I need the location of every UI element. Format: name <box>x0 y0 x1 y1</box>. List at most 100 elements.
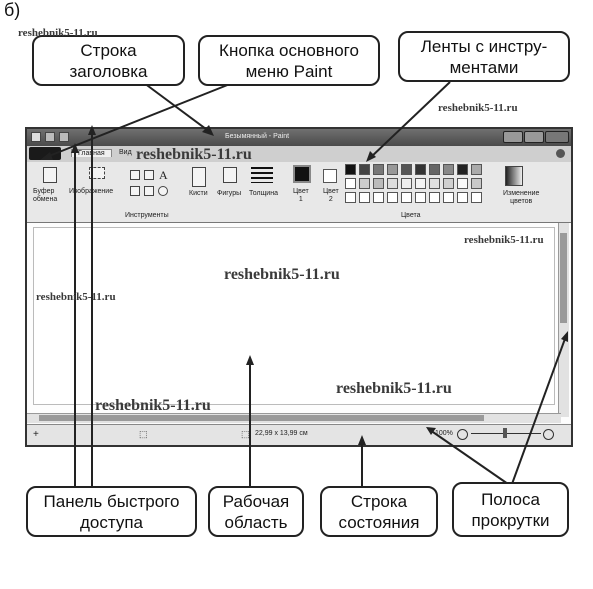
palette-swatch[interactable] <box>471 192 482 203</box>
palette-swatch[interactable] <box>359 192 370 203</box>
palette-swatch[interactable] <box>429 178 440 189</box>
arrowhead-menu-button <box>40 152 53 160</box>
vertical-scroll-thumb[interactable] <box>560 233 567 323</box>
palette-swatch[interactable] <box>401 164 412 175</box>
paste-icon[interactable] <box>43 167 57 183</box>
palette-swatch[interactable] <box>387 164 398 175</box>
eraser-icon[interactable] <box>130 186 140 196</box>
callout-quick-access: Панель быстрого доступа <box>26 486 197 537</box>
palette-swatch[interactable] <box>401 178 412 189</box>
palette-swatch[interactable] <box>429 192 440 203</box>
palette-swatch[interactable] <box>415 192 426 203</box>
line-size-icon[interactable] <box>251 167 273 183</box>
undo-icon[interactable] <box>59 132 69 142</box>
shapes-icon[interactable] <box>223 167 237 183</box>
palette-swatch[interactable] <box>345 192 356 203</box>
horizontal-scrollbar[interactable] <box>27 413 561 423</box>
watermark-7: reshebnik5-11.ru <box>336 380 452 397</box>
ribbon-home: Буфер обмена Изображение A Инструменты К… <box>27 162 571 223</box>
color2-swatch[interactable] <box>323 169 337 183</box>
magnifier-icon[interactable] <box>158 186 168 196</box>
arrowhead-status-bar <box>358 435 366 445</box>
palette-swatch[interactable] <box>415 178 426 189</box>
selection-size-icon: ⬚ <box>139 429 148 439</box>
callout-title-bar: Строка заголовка <box>32 35 185 86</box>
palette-swatch[interactable] <box>387 178 398 189</box>
figure-label: б) <box>4 0 21 20</box>
palette-swatch[interactable] <box>443 164 454 175</box>
callout-work-area: Рабочая область <box>208 486 304 537</box>
palette-swatch[interactable] <box>359 164 370 175</box>
save-icon[interactable] <box>45 132 55 142</box>
palette-swatch[interactable] <box>429 164 440 175</box>
callout-scrollbars: Полоса прокрутки <box>452 482 569 537</box>
palette-swatch[interactable] <box>373 164 384 175</box>
callout-paint-menu-button: Кнопка основного меню Paint <box>198 35 380 86</box>
group-shapes-label: Фигуры <box>217 190 242 197</box>
watermark-5: reshebnik5-11.ru <box>224 266 340 283</box>
paint-menu-button[interactable] <box>29 147 61 160</box>
palette-swatch[interactable] <box>373 192 384 203</box>
text-tool-icon[interactable]: A <box>159 168 168 182</box>
pencil-icon[interactable] <box>130 170 140 180</box>
brush-icon[interactable] <box>192 167 206 187</box>
canvas-size-icon: ⬚ <box>241 429 250 439</box>
pointer-scroll-h <box>429 429 509 485</box>
window-title: Безымянный - Paint <box>225 133 290 140</box>
minimize-button[interactable] <box>503 131 523 143</box>
palette-swatch[interactable] <box>345 178 356 189</box>
callout-status-bar: Строка состояния <box>320 486 438 537</box>
arrowhead-scroll-v <box>561 331 568 342</box>
arrowhead-title-bar <box>202 125 214 136</box>
palette-swatch[interactable] <box>443 178 454 189</box>
maximize-button[interactable] <box>524 131 544 143</box>
horizontal-scroll-thumb[interactable] <box>39 415 484 421</box>
title-bar: Безымянный - Paint <box>27 129 571 146</box>
palette-swatch[interactable] <box>471 178 482 189</box>
drawing-canvas[interactable] <box>33 227 555 405</box>
pointer-scroll-v <box>511 335 567 485</box>
group-colors-label: Цвета <box>401 212 421 219</box>
color-palette <box>345 164 495 208</box>
edit-colors-label: Изменение цветов <box>503 190 540 205</box>
vertical-scrollbar[interactable] <box>558 223 569 417</box>
palette-swatch[interactable] <box>401 192 412 203</box>
color1-swatch[interactable] <box>293 165 311 183</box>
palette-swatch[interactable] <box>457 178 468 189</box>
arrowhead-quick-access-2 <box>88 125 96 135</box>
palette-swatch[interactable] <box>471 164 482 175</box>
arrowhead-scroll-h <box>426 427 436 435</box>
palette-swatch[interactable] <box>415 164 426 175</box>
paint-app-icon <box>31 132 41 142</box>
palette-swatch[interactable] <box>457 192 468 203</box>
zoom-out-button[interactable] <box>457 429 468 440</box>
fill-icon[interactable] <box>144 170 154 180</box>
paint-window-screenshot: Безымянный - Paint Главная Вид Буфер обм… <box>25 127 573 447</box>
work-area[interactable] <box>27 223 571 423</box>
help-icon[interactable] <box>556 149 565 158</box>
edit-colors-icon[interactable] <box>505 166 523 186</box>
watermark-3: reshebnik5-11.ru <box>136 146 252 163</box>
color1-label: Цвет 1 <box>293 188 309 203</box>
callout-ribbons: Ленты с инстру- ментами <box>398 31 570 82</box>
arrowhead-work-area <box>246 355 254 365</box>
palette-swatch[interactable] <box>457 164 468 175</box>
picker-icon[interactable] <box>144 186 154 196</box>
close-button[interactable] <box>545 131 569 143</box>
watermark-4: reshebnik5-11.ru <box>464 234 544 246</box>
watermark-1: reshebnik5-11.ru <box>18 27 98 39</box>
palette-swatch[interactable] <box>387 192 398 203</box>
arrowhead-ribbons <box>366 151 376 162</box>
cursor-position-icon: + <box>33 429 39 440</box>
watermark-8: reshebnik5-11.ru <box>95 397 211 414</box>
palette-swatch[interactable] <box>359 178 370 189</box>
zoom-in-button[interactable] <box>543 429 554 440</box>
palette-swatch[interactable] <box>443 192 454 203</box>
palette-swatch[interactable] <box>373 178 384 189</box>
zoom-slider-thumb[interactable] <box>503 428 507 438</box>
tab-view[interactable]: Вид <box>119 149 132 156</box>
group-brushes-label: Кисти <box>189 190 208 197</box>
palette-swatch[interactable] <box>345 164 356 175</box>
group-tools-label: Инструменты <box>125 212 169 219</box>
